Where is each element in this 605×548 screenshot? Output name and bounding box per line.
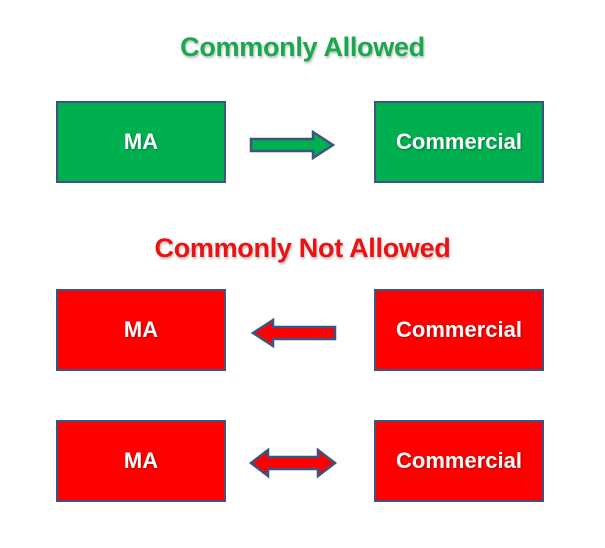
left-arrow-icon: [250, 317, 337, 349]
ma-label: MA: [123, 317, 159, 342]
commercial-label: Commercial: [396, 317, 522, 342]
commercial-box-allowed: Commercial: [374, 101, 544, 183]
right-arrow-icon: [249, 129, 336, 161]
commonly-not-allowed-heading: Commonly Not Allowed: [154, 233, 451, 263]
ma-label: MA: [123, 129, 159, 154]
commercial-label: Commercial: [396, 129, 522, 154]
ma-label: MA: [123, 448, 159, 473]
commercial-label: Commercial: [396, 448, 522, 473]
double-arrow-icon: [248, 447, 338, 479]
commonly-allowed-heading: Commonly Allowed: [180, 32, 425, 62]
ma-box-not-allowed-1: MA: [56, 289, 226, 371]
ma-box-not-allowed-2: MA: [56, 420, 226, 502]
ma-box-allowed: MA: [56, 101, 226, 183]
commercial-box-not-allowed-1: Commercial: [374, 289, 544, 371]
commercial-box-not-allowed-2: Commercial: [374, 420, 544, 502]
